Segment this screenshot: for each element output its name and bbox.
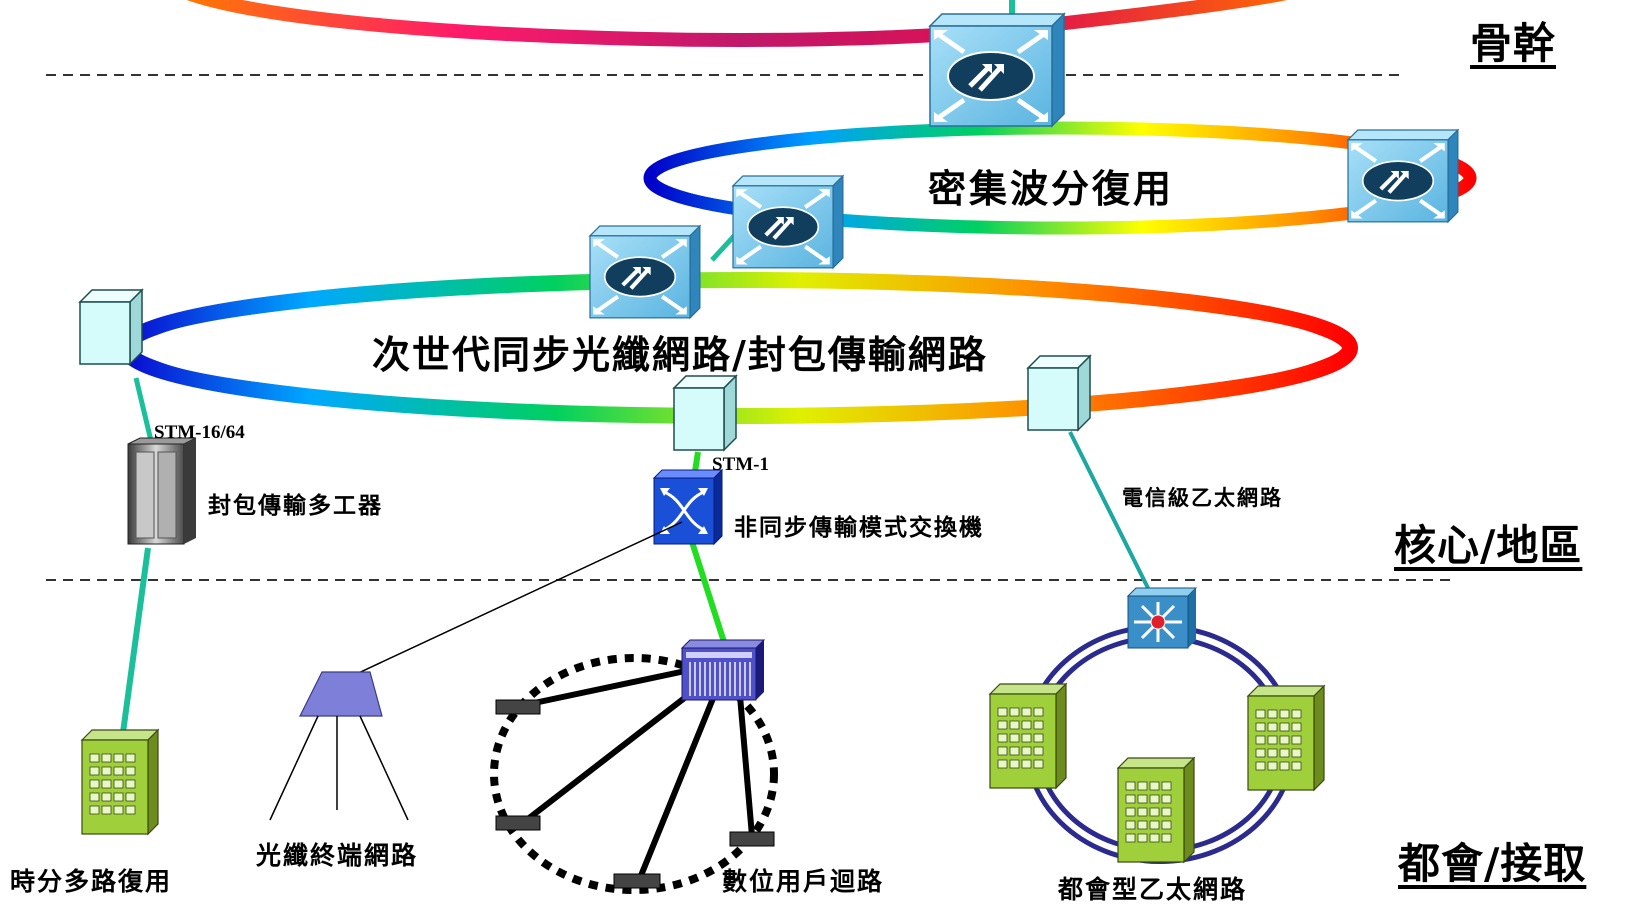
metro-building-center bbox=[1117, 757, 1195, 863]
metro-building-right bbox=[1247, 685, 1325, 791]
backbone-router bbox=[930, 14, 1064, 126]
dwdm-ring-label: 密集波分復用 bbox=[928, 166, 1175, 211]
ptn-mux-label: 封包傳輸多工器 bbox=[208, 492, 383, 519]
adm-right bbox=[1027, 355, 1091, 431]
ngsdh-ring-label: 次世代同步光纖網路/封包傳輸網路 bbox=[372, 332, 988, 377]
pon-splitter bbox=[269, 671, 409, 821]
dwdm-ring bbox=[643, 121, 1477, 235]
atm-switch bbox=[652, 468, 724, 546]
ptn-mux-rack bbox=[127, 437, 197, 545]
layer-label-metro: 都會/接取 bbox=[1398, 839, 1587, 888]
adm-middle bbox=[673, 375, 737, 451]
metro-building-left bbox=[989, 683, 1067, 789]
tdm-label: 時分多路復用 bbox=[10, 867, 173, 896]
dslam bbox=[680, 639, 766, 701]
dwdm-router-right bbox=[1348, 130, 1458, 222]
tdm-building bbox=[81, 729, 159, 835]
stm16-link bbox=[133, 377, 155, 446]
backbone-ring bbox=[186, 0, 1288, 47]
ptn-to-tdm-link bbox=[119, 547, 151, 741]
atm-switch-label: 非同步傳輸模式交換機 bbox=[734, 514, 984, 541]
carrier-eth-link bbox=[1068, 431, 1150, 589]
dsl-label: 數位用戶迴路 bbox=[722, 867, 885, 896]
metro-eth-label: 都會型乙太網路 bbox=[1058, 875, 1248, 904]
ngsdh-router bbox=[590, 226, 700, 318]
stm16-label: STM-16/64 bbox=[154, 422, 245, 443]
layer-label-core: 核心/地區 bbox=[1394, 521, 1583, 570]
dwdm-router-left bbox=[733, 176, 843, 268]
adm-left bbox=[79, 289, 143, 365]
dsl-lines bbox=[519, 667, 755, 880]
pon-label: 光纖終端網路 bbox=[256, 841, 419, 870]
ethernet-switch bbox=[1126, 587, 1198, 649]
stm1-label: STM-1 bbox=[712, 454, 769, 475]
atm-to-pon-link bbox=[351, 521, 683, 677]
atm-to-dsl-link bbox=[689, 541, 727, 643]
carrier-eth-label: 電信級乙太網路 bbox=[1122, 485, 1283, 510]
layer-label-backbone: 骨幹 bbox=[1470, 19, 1557, 68]
dsl-terminals bbox=[495, 699, 775, 889]
dsl-ring bbox=[490, 654, 778, 894]
